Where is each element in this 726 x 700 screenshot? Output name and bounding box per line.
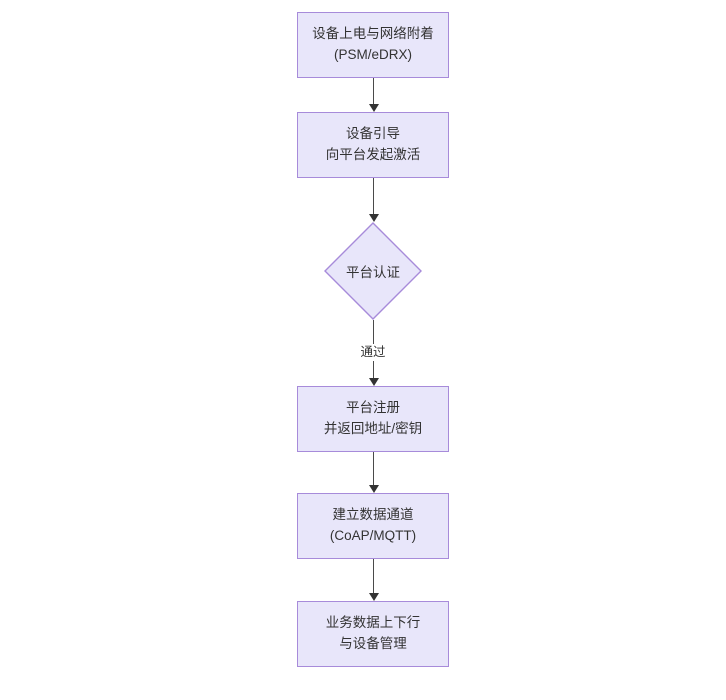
edge-line <box>373 78 375 105</box>
process-node-n4[interactable]: 平台注册并返回地址/密钥 <box>297 386 449 452</box>
arrow-head-icon <box>368 485 379 493</box>
process-node-n5[interactable]: 建立数据通道 (CoAP/MQTT) <box>297 493 449 559</box>
node-label-line-2: (PSM/eDRX) <box>333 47 412 62</box>
node-label-line-1: 业务数据上下行 <box>325 615 421 631</box>
diamond-shape-icon <box>324 222 422 320</box>
node-label-line-2: 与设备管理 <box>339 636 407 651</box>
node-label-line-1: 平台注册 <box>346 400 400 416</box>
node-label-line-2: 并返回地址/密钥 <box>323 421 423 436</box>
edge-n2-to-n3 <box>368 178 379 222</box>
process-node-n1[interactable]: 设备上电与网络附着 (PSM/eDRX) <box>297 12 449 78</box>
decision-node-n3[interactable]: 平台认证 <box>324 222 422 320</box>
node-label-line-2: 向平台发起激活 <box>325 147 421 162</box>
edge-label-e3: 通过 <box>357 344 389 361</box>
node-label-line-1: 设备引导 <box>346 126 400 142</box>
edge-line <box>373 559 375 594</box>
arrow-head-icon <box>368 593 379 601</box>
process-node-n6[interactable]: 业务数据上下行与设备管理 <box>297 601 449 667</box>
node-label: 平台认证 <box>346 265 400 280</box>
edge-n1-to-n2 <box>368 78 379 112</box>
arrow-head-icon <box>368 378 379 386</box>
edge-line <box>373 178 375 215</box>
decision-node-label-wrap: 平台认证 <box>324 222 422 320</box>
node-label-line-1: 建立数据通道 <box>332 507 414 523</box>
node-label-line-2: (CoAP/MQTT) <box>329 528 417 543</box>
edge-n4-to-n5 <box>368 452 379 493</box>
arrow-head-icon <box>368 104 379 112</box>
arrow-head-icon <box>368 214 379 222</box>
process-node-n2[interactable]: 设备引导向平台发起激活 <box>297 112 449 178</box>
edge-line <box>373 452 375 486</box>
edge-n5-to-n6 <box>368 559 379 601</box>
node-label-line-1: 设备上电与网络附着 <box>312 26 434 42</box>
